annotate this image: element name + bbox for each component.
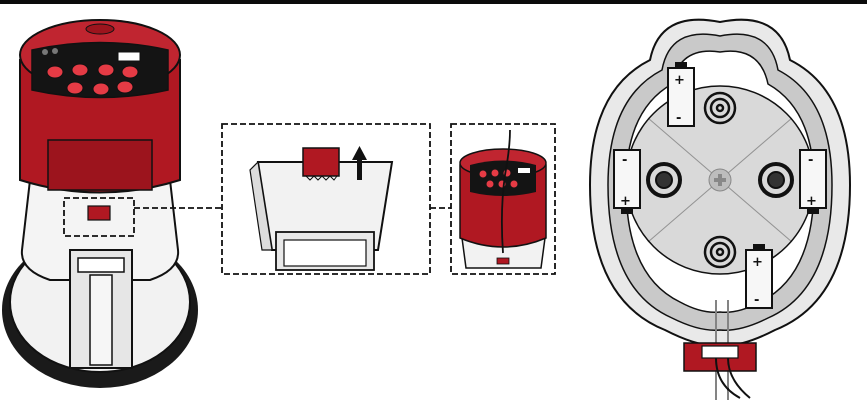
battery-left-plus: + — [620, 194, 631, 209]
indicator-led-2 — [52, 48, 58, 54]
mini-latch — [497, 258, 509, 264]
battery-top-plus: + — [674, 73, 685, 88]
detail-latch — [303, 148, 339, 176]
megaphone-overview — [2, 20, 198, 388]
mini-usb-port — [518, 168, 530, 173]
speaker-grille — [86, 24, 114, 34]
button-4 — [122, 66, 138, 78]
body-rear-detail — [451, 124, 555, 274]
button-3 — [98, 64, 114, 76]
button-7 — [117, 81, 133, 93]
battery-bottom-minus: - — [754, 293, 759, 308]
red-clip-slot — [702, 346, 738, 358]
battery-compartment: + - + - + - + - — [590, 20, 850, 400]
latch-button — [88, 206, 110, 220]
detail-handle-inner — [284, 240, 366, 266]
handle-lower — [90, 275, 112, 365]
indicator-led-1 — [42, 49, 48, 55]
battery-bottom-plus: + — [752, 255, 763, 270]
battery-top-minus: - — [676, 111, 681, 126]
battery-right-plus: + — [806, 194, 817, 209]
button-5 — [67, 82, 83, 94]
button-6 — [93, 83, 109, 95]
button-2 — [72, 64, 88, 76]
screw-icon — [709, 169, 731, 191]
red-cap-front-panel — [48, 140, 152, 190]
battery-right-minus: - — [808, 153, 813, 168]
usb-port — [118, 52, 140, 61]
handle-release-detail — [222, 124, 430, 274]
button-1 — [47, 66, 63, 78]
battery-left-minus: - — [622, 153, 627, 168]
handle-grip — [78, 258, 124, 272]
